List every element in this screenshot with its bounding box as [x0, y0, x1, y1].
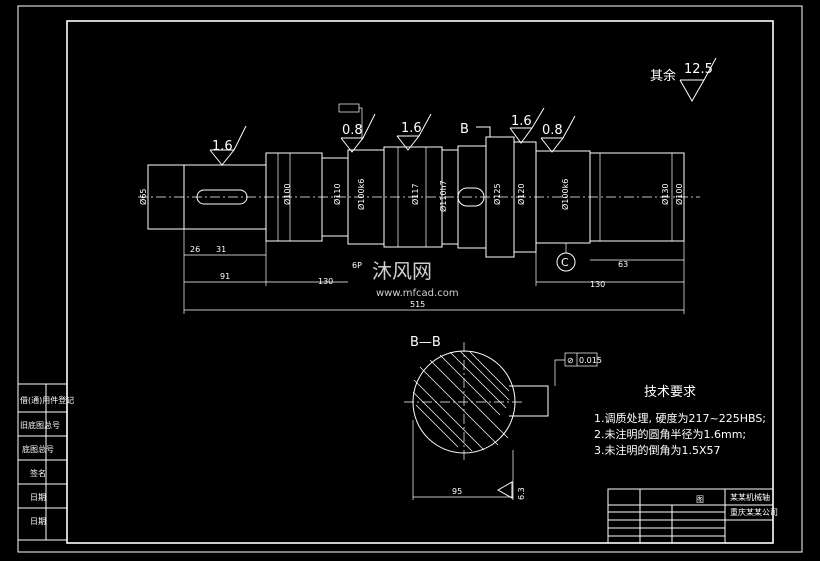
svg-text:Ø110h7: Ø110h7	[438, 180, 448, 212]
left-table	[17, 383, 68, 541]
svg-text:日期: 日期	[30, 493, 46, 502]
svg-text:签名: 签名	[30, 468, 46, 478]
title-block-project: 某某机械轴	[730, 492, 770, 502]
finish-other-value: 12.5	[684, 62, 713, 77]
svg-text:Ø65: Ø65	[138, 189, 148, 205]
svg-text:⊘: ⊘	[567, 356, 574, 365]
dim-515: 515	[410, 300, 425, 309]
title-block	[607, 488, 774, 544]
diameter-labels: Ø65 Ø100 Ø110 Ø100k6 Ø117 Ø110h7 Ø125 Ø1…	[138, 179, 684, 212]
finish-mark-1: 1.6	[212, 139, 233, 154]
svg-text:6.3: 6.3	[517, 487, 526, 500]
small-tolerance-frame	[338, 103, 360, 113]
dim-26: 26	[190, 245, 200, 254]
datum-label: C	[561, 256, 569, 269]
tech-req-item-1: 1.调质处理, 硬度为217~225HBS;	[594, 411, 766, 425]
svg-text:日期: 日期	[30, 517, 46, 526]
tech-req-title: 技术要求	[644, 385, 696, 400]
section-title: B—B	[410, 335, 441, 350]
svg-text:底图总号: 底图总号	[22, 444, 54, 454]
watermark-brand: 沐风网	[372, 259, 432, 283]
finish-mark-3: 1.6	[401, 121, 422, 136]
section-finish-mark	[496, 481, 513, 499]
svg-text:Ø100k6: Ø100k6	[560, 179, 570, 210]
dim-6: 6P	[352, 261, 362, 270]
dim-31: 31	[216, 245, 226, 254]
watermark-url: www.mfcad.com	[376, 288, 459, 299]
shaft-outline	[147, 136, 685, 258]
svg-text:Ø120: Ø120	[516, 183, 526, 205]
svg-text:Ø130: Ø130	[660, 183, 670, 205]
tolerance-frame	[564, 352, 598, 367]
finish-marks	[209, 57, 717, 166]
title-block-main: 图	[696, 495, 704, 504]
svg-text:Ø117: Ø117	[410, 183, 420, 205]
svg-text:Ø100: Ø100	[674, 183, 684, 205]
svg-text:Ø100k6: Ø100k6	[356, 179, 366, 210]
section-view	[404, 342, 549, 500]
finish-mark-4: 1.6	[511, 114, 532, 129]
title-block-drawing-no: 重庆某某公司	[730, 507, 778, 517]
svg-text:0.015: 0.015	[579, 356, 602, 365]
tech-req-item-2: 2.未注明的圆角半径为1.6mm;	[594, 427, 746, 441]
finish-mark-5: 0.8	[542, 123, 563, 138]
dim-91: 91	[220, 272, 230, 281]
finish-mark-2: 0.8	[342, 123, 363, 138]
dim-63: 63	[618, 260, 628, 269]
svg-text:借(通)用件登记: 借(通)用件登记	[20, 395, 74, 405]
tech-req-item-3: 3.未注明的倒角为1.5X57	[594, 443, 721, 457]
dimension-lines	[183, 229, 685, 314]
svg-text:旧底图总号: 旧底图总号	[20, 420, 60, 430]
inner-border	[66, 20, 774, 544]
dim-95: 95	[452, 487, 462, 496]
dim-130b: 130	[590, 280, 605, 289]
svg-text:Ø110: Ø110	[332, 183, 342, 205]
outer-border	[17, 5, 803, 553]
section-mark-b: B	[460, 122, 469, 137]
finish-other-label: 其余	[650, 68, 676, 84]
svg-text:Ø100: Ø100	[282, 183, 292, 205]
svg-text:Ø125: Ø125	[492, 183, 502, 205]
dim-130a: 130	[318, 277, 333, 286]
